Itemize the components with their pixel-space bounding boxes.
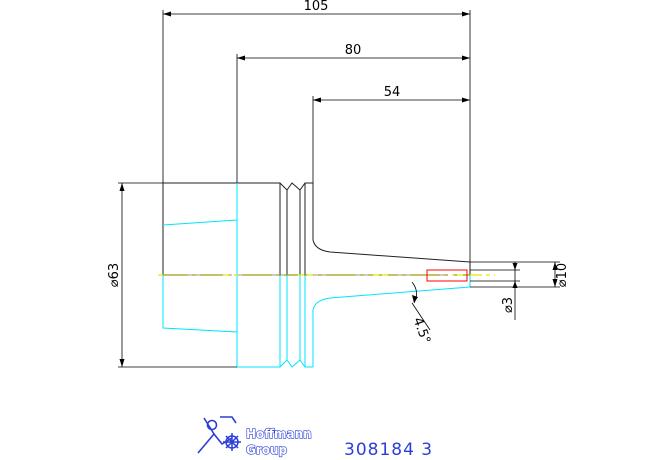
dimension-lines xyxy=(118,10,560,368)
dim-label-dia63: ⌀63 xyxy=(107,263,122,287)
logo-gear-icon xyxy=(223,433,241,451)
inner-taper-upper xyxy=(162,183,238,275)
dim-label-105: 105 xyxy=(304,0,329,14)
dim-label-dia3: ⌀3 xyxy=(501,297,516,313)
dim-label-dia10: ⌀10 xyxy=(555,263,570,287)
dim-label-80: 80 xyxy=(345,43,362,58)
brand-line1: Hoffmann xyxy=(246,427,312,441)
hoffmann-logo: Hoffmann Group xyxy=(197,416,312,458)
brand-line2: Group xyxy=(246,443,288,457)
dimension-arrows xyxy=(119,11,558,367)
logo-figure-icon xyxy=(197,416,237,454)
hidden-bore xyxy=(426,269,468,282)
dim-label-angle: 4.5° xyxy=(410,315,433,346)
part-number: 308184 3 xyxy=(344,440,433,460)
dim-label-54: 54 xyxy=(384,85,401,100)
part-outline-upper xyxy=(162,182,471,275)
